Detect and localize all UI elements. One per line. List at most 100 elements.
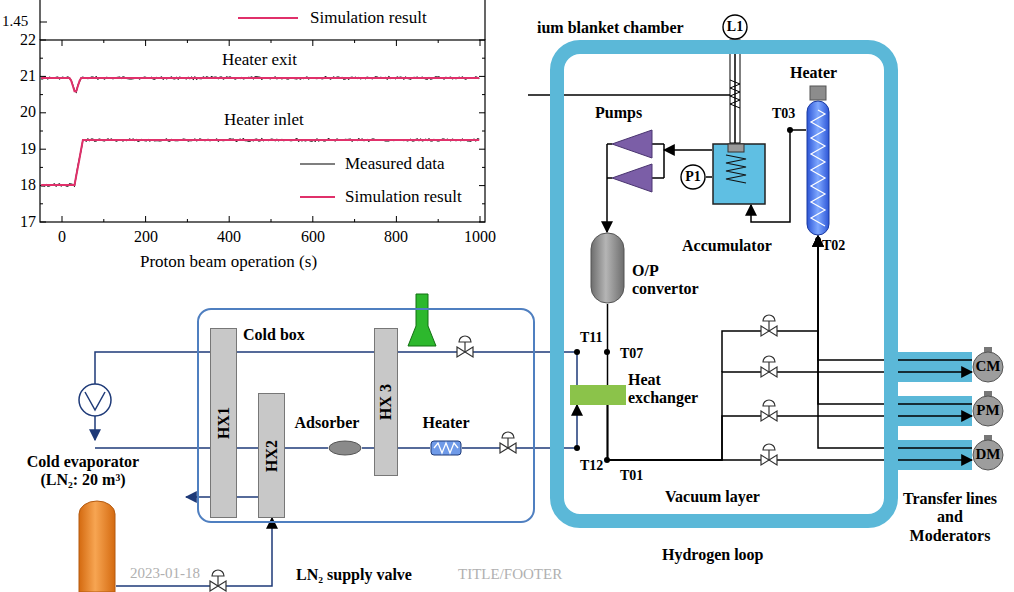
node-label: O/P convertor [632, 262, 722, 299]
chart [300, 196, 335, 198]
heater-tube: Heater [806, 100, 830, 236]
node-label: HX2 [262, 440, 280, 472]
chart [41, 139, 479, 186]
chart [300, 163, 335, 164]
chart [238, 17, 298, 19]
heat-exchanger: Heat exchanger [570, 385, 626, 405]
transfer-line-band [892, 352, 972, 470]
valve-symbol [457, 336, 473, 357]
node-label: Hydrogen loop [662, 546, 764, 564]
sensor-point [815, 237, 821, 243]
node-label: HX 3 [377, 384, 395, 420]
turbine-symbol [408, 294, 436, 346]
instrument-circle-outline [681, 165, 705, 189]
valve-symbol [761, 444, 777, 465]
transfer-line-band [892, 352, 972, 382]
node-label: ium blanket chamber [537, 19, 684, 37]
legend-text: Measured data [345, 154, 445, 174]
compressor-symbol [79, 384, 111, 416]
adsorber: Adsorber [328, 440, 362, 456]
pump-symbol-outline [604, 128, 664, 200]
moderator: DM [972, 440, 1004, 470]
chart-label: 18 [6, 176, 36, 194]
heater-tube-outline [811, 110, 825, 226]
accumulator-outline [713, 144, 765, 204]
heat-exchanger-column: HX1 [210, 328, 237, 518]
node-label: DM [976, 446, 1001, 463]
ortho-para-convertor-outline [591, 233, 624, 303]
node-label: Heater [790, 64, 837, 82]
chart [41, 140, 479, 185]
diagram-label: TITLE/FOOTER [458, 566, 562, 583]
sensor-point [574, 127, 821, 463]
flow-line [608, 405, 973, 460]
helium-line [94, 416, 96, 440]
valve-symbol [210, 570, 226, 591]
moderator-outline [973, 440, 1003, 470]
ortho-para-convertor-outline [590, 232, 625, 304]
chart-label: 200 [126, 228, 166, 246]
node-label: Pumps [595, 104, 642, 122]
bellows-tube [730, 40, 740, 143]
heater-element-outline [431, 441, 461, 455]
evaporator-tank: Cold evaporator (LN₂: 20 m³) [78, 500, 116, 592]
sensor-point [604, 457, 610, 463]
heater-element-outline [434, 443, 458, 453]
pump-symbol-outline [612, 130, 652, 158]
instrument-circle: L1 [722, 14, 748, 40]
diagram-label: T07 [620, 346, 643, 362]
chart-label: 1000 [460, 228, 500, 246]
heater-element: Heater [430, 440, 462, 456]
chart [0, 0, 526, 282]
node-label: Cold evaporator (LN₂: 20 m³) [8, 453, 158, 490]
diagram-label: T12 [580, 458, 603, 474]
moderator-outline [973, 396, 1003, 426]
node-label: HX1 [214, 407, 232, 439]
diagram-label: T03 [772, 106, 795, 122]
chart [40, 40, 485, 222]
ortho-para-convertor: O/P convertor [590, 232, 625, 304]
chart-label: Heater exit [222, 50, 297, 70]
turbine-symbol [408, 294, 436, 346]
heat-exchanger-outline [570, 385, 626, 405]
node-label: Accumulator [682, 237, 772, 255]
chart [40, 40, 485, 222]
accumulator-outline [712, 143, 766, 205]
chart [0, 0, 526, 282]
moderator: CM [972, 352, 1004, 382]
heater-cap [810, 86, 826, 100]
chart-label: Heater inlet [224, 110, 304, 130]
evaporator-tank-outline [79, 501, 115, 592]
flow-line [734, 40, 736, 143]
chart-label: 22 [6, 31, 36, 49]
bellows-tube [730, 40, 740, 143]
chart [41, 77, 479, 92]
sensor-point [574, 445, 580, 451]
flow-line [116, 518, 272, 586]
adsorber-outline [329, 441, 361, 455]
pump-symbol: Pumps [604, 128, 664, 200]
evaporator-tank-outline [78, 500, 116, 592]
sensor-point [604, 349, 610, 355]
chart-label: 600 [293, 228, 333, 246]
flow-line [608, 405, 973, 460]
instrument-circle: P1 [680, 164, 706, 190]
chart-label: 21 [6, 67, 36, 85]
node-label: L1 [727, 19, 743, 35]
sensor-point [574, 349, 580, 355]
node-label: Adsorber [288, 414, 366, 432]
valve-symbol [500, 432, 516, 453]
sensor-point [787, 127, 793, 133]
chart [41, 78, 479, 91]
valve-symbol [761, 356, 777, 377]
node-label: P1 [685, 169, 701, 185]
transfer-line-band [892, 440, 972, 470]
diagram-label: Transfer lines and Moderators [898, 490, 1002, 545]
hydrogen-line [722, 331, 818, 372]
accumulator-outline [728, 144, 744, 152]
flow-line [607, 304, 609, 385]
heater-tube-outline [806, 100, 830, 236]
chart-label: 17 [6, 213, 36, 231]
